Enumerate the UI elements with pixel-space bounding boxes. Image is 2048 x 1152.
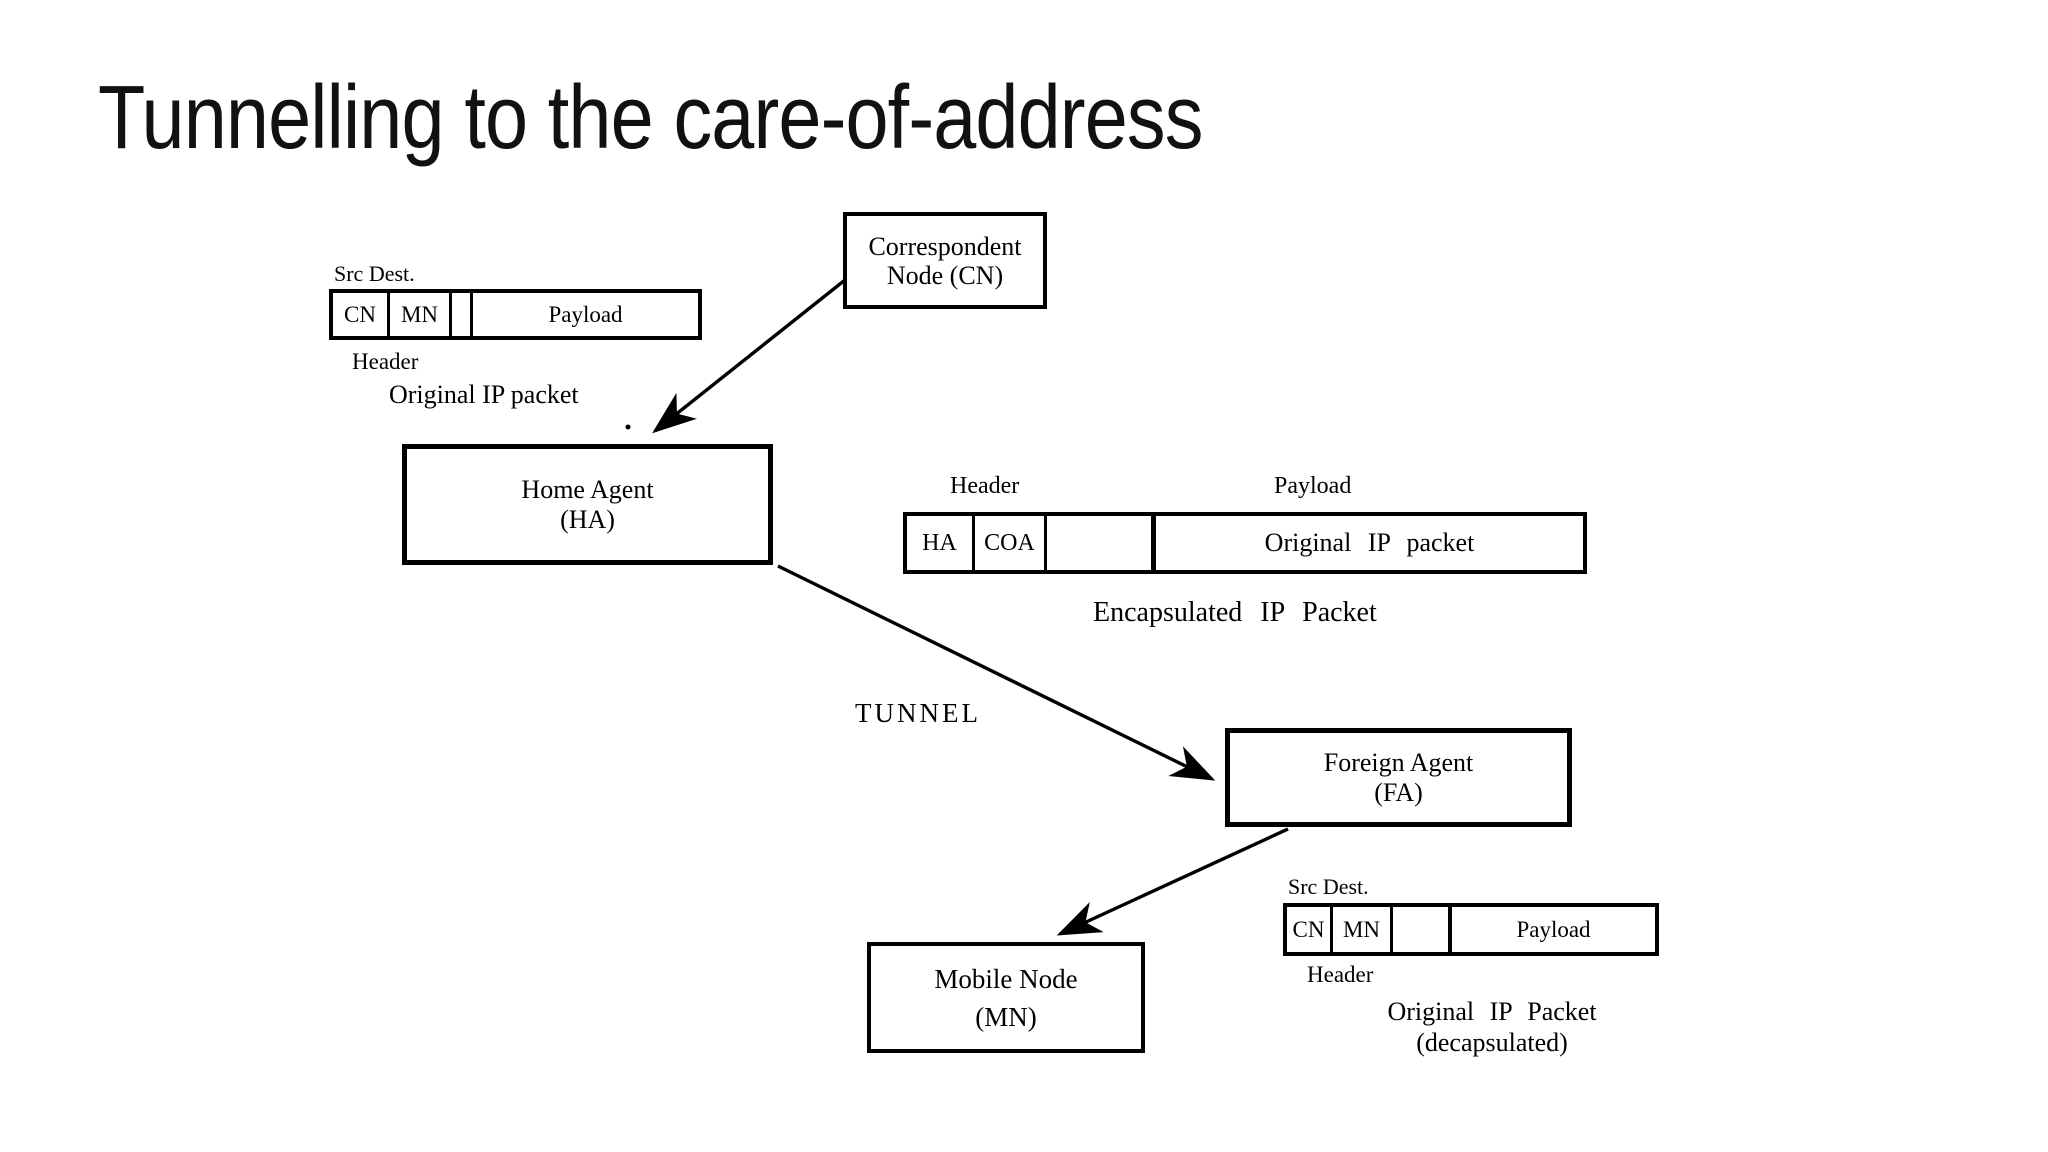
packet-cell-original-ip: Original IP packet	[1264, 528, 1475, 557]
decapsulated-caption: Original IP Packet (decapsulated)	[1318, 996, 1666, 1058]
correspondent-node-label-line2: Node (CN)	[886, 260, 1004, 290]
foreign-agent-box: Foreign Agent (FA)	[1225, 728, 1572, 827]
correspondent-node-label-line1: Correspondent	[868, 231, 1022, 261]
arrow-fa-to-mn	[1056, 827, 1289, 936]
packet-cell-cn: CN	[1287, 907, 1333, 952]
packet-cell-empty	[452, 293, 473, 336]
mobile-node-label-line2: (MN)	[975, 1001, 1037, 1032]
packet-cell-payload: Payload	[548, 301, 623, 327]
foreign-agent-label-line1: Foreign Agent	[1323, 747, 1474, 777]
original-ip-packet-caption: Original IP packet	[389, 380, 579, 409]
payload-label-encapsulated: Payload	[1274, 473, 1352, 499]
mobile-node-label-line1: Mobile Node	[934, 963, 1078, 994]
packet-cell-mn: MN	[390, 293, 452, 336]
header-label-top: Header	[352, 349, 419, 374]
home-agent-label-line1: Home Agent	[521, 474, 654, 504]
correspondent-node-box: Correspondent Node (CN)	[843, 212, 1047, 309]
srcdest-label-bottom: Src Dest.	[1288, 874, 1369, 899]
srcdest-label-top: Src Dest.	[334, 261, 415, 286]
original-packet-top: CN MN Payload	[329, 289, 702, 340]
decapsulated-caption-line2: (decapsulated)	[1416, 1028, 1568, 1057]
encapsulated-ip-packet-caption: Encapsulated IP Packet	[1093, 597, 1377, 628]
packet-cell-empty	[1047, 516, 1156, 570]
packet-cell-coa: COA	[975, 516, 1047, 570]
packet-cell-payload: Payload	[1516, 916, 1591, 942]
stray-dot	[625, 424, 631, 430]
packet-cell-empty	[1393, 907, 1452, 952]
page-title: Tunnelling to the care-of-address	[98, 68, 1203, 168]
mobile-node-box: Mobile Node (MN)	[867, 942, 1145, 1053]
header-label-bottom: Header	[1307, 962, 1374, 987]
packet-cell-cn: CN	[333, 293, 390, 336]
header-label-encapsulated: Header	[950, 473, 1020, 499]
encapsulated-packet: HA COA Original IP packet	[903, 512, 1587, 574]
home-agent-box: Home Agent (HA)	[402, 444, 773, 565]
tunnel-label: TUNNEL	[855, 698, 981, 728]
decapsulated-caption-line1: Original IP Packet	[1387, 997, 1597, 1026]
packet-cell-mn: MN	[1333, 907, 1393, 952]
home-agent-label-line2: (HA)	[560, 504, 615, 534]
original-packet-bottom: CN MN Payload	[1283, 903, 1659, 956]
packet-cell-ha: HA	[907, 516, 975, 570]
foreign-agent-label-line2: (FA)	[1374, 777, 1423, 807]
